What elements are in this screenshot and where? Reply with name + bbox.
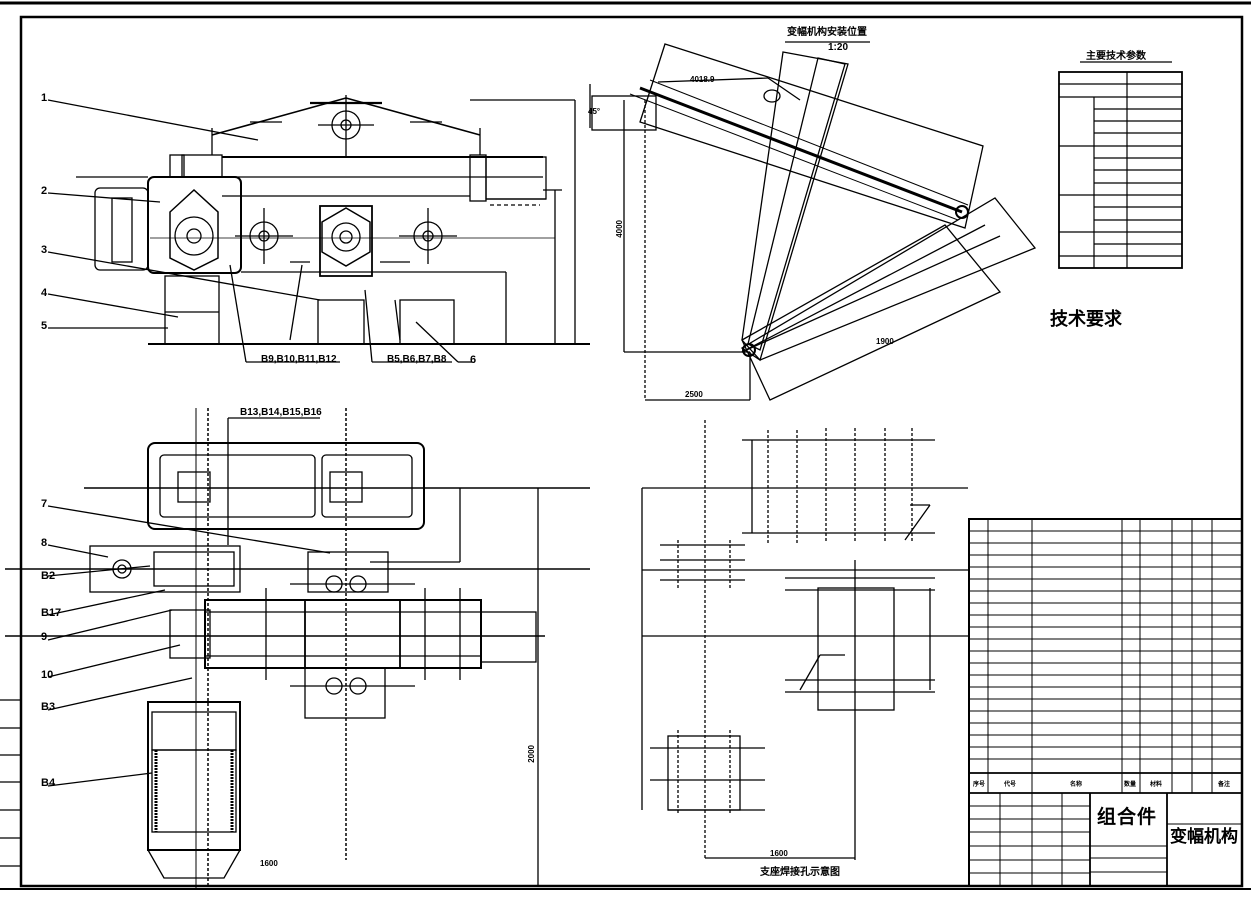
title-block-assembly: 组合件 xyxy=(1097,807,1158,828)
dim-value: 1900 xyxy=(876,337,894,346)
part-label: 8 xyxy=(41,537,48,549)
part-label: 7 xyxy=(41,498,48,510)
dim-value: 2500 xyxy=(685,390,703,399)
bom-header: 序号 xyxy=(973,782,986,788)
part-label: B2 xyxy=(41,570,56,582)
dim-value: 1600 xyxy=(770,849,788,858)
dim-angle: 45° xyxy=(588,107,601,116)
dim-value: 4000 xyxy=(615,220,624,238)
bom-table xyxy=(968,518,1243,887)
part-label: B17 xyxy=(41,607,62,619)
title-block-drawing-name: 变幅机构 xyxy=(1170,827,1238,846)
dim-value: 4018.9 xyxy=(690,75,715,84)
part-label: 9 xyxy=(41,631,48,643)
dim-value: 1600 xyxy=(260,859,278,868)
bom-header: 数量 xyxy=(1124,782,1137,788)
tech-req-title: 技术要求 xyxy=(1050,309,1122,329)
front-view xyxy=(47,95,590,363)
params-table xyxy=(1058,61,1183,269)
top-view xyxy=(0,408,590,888)
part-label: B4 xyxy=(41,777,56,789)
drawing-frame xyxy=(19,15,1244,888)
part-label: B3 xyxy=(41,701,56,713)
part-label: 5 xyxy=(41,320,48,332)
params-table-title: 主要技术参数 xyxy=(1086,51,1146,62)
hole-diagram xyxy=(641,420,968,860)
part-label: B5,B6,B7,B8 xyxy=(387,354,447,365)
part-label: B13,B14,B15,B16 xyxy=(240,407,322,418)
install-view-scale: 1:20 xyxy=(828,42,849,53)
install-view-title: 变幅机构安装位置 xyxy=(787,27,867,38)
part-label: 4 xyxy=(41,287,48,299)
hole-diagram-title: 支座焊接孔示意图 xyxy=(760,867,840,878)
part-label: 1 xyxy=(41,92,48,104)
part-label: B9,B10,B11,B12 xyxy=(261,354,337,365)
part-label: 10 xyxy=(41,669,54,681)
bom-header: 代号 xyxy=(1004,782,1017,788)
part-label: 6 xyxy=(470,354,477,366)
dim-value: 2000 xyxy=(527,745,536,763)
bom-header: 名称 xyxy=(1070,782,1083,788)
bom-header: 备注 xyxy=(1218,782,1231,788)
install-position-view xyxy=(589,41,1037,401)
part-label: 3 xyxy=(41,244,48,256)
bom-header: 材料 xyxy=(1150,782,1163,788)
part-label: 2 xyxy=(41,185,48,197)
